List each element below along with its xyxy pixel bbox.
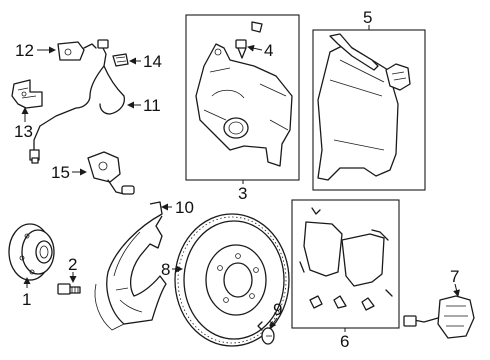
rotor-screw-part bbox=[257, 321, 275, 345]
callout-14: 14 bbox=[143, 52, 162, 71]
callout-3: 3 bbox=[238, 184, 247, 203]
brake-hose-part bbox=[29, 39, 126, 164]
leader-7 bbox=[453, 283, 460, 297]
wheel-speed-sensor-part bbox=[87, 151, 135, 195]
callout-8: 8 bbox=[161, 260, 170, 279]
callout-2: 2 bbox=[68, 255, 77, 274]
callout-1: 1 bbox=[22, 290, 31, 309]
callout-12: 12 bbox=[15, 41, 34, 60]
callout-9: 9 bbox=[273, 300, 282, 319]
hose-clip-part bbox=[112, 53, 129, 67]
callout-11: 11 bbox=[143, 96, 161, 115]
pad-sensor-part bbox=[403, 295, 475, 339]
brake-pads-part bbox=[299, 207, 393, 311]
callout-15: 15 bbox=[51, 163, 70, 182]
callout-10: 10 bbox=[175, 198, 194, 217]
leader-9 bbox=[269, 317, 278, 329]
leader-4 bbox=[247, 44, 263, 52]
splash-shield-part bbox=[94, 201, 167, 331]
callout-4: 4 bbox=[264, 41, 273, 60]
mounting-bracket-part bbox=[11, 79, 43, 109]
callout-6: 6 bbox=[340, 332, 349, 351]
caliper-bracket-part bbox=[317, 33, 411, 181]
hose-bracket-part bbox=[57, 41, 97, 61]
wheel-hub-part bbox=[8, 223, 55, 281]
callout-7: 7 bbox=[450, 267, 459, 286]
brake-caliper-part bbox=[195, 43, 293, 167]
callout-5: 5 bbox=[363, 8, 372, 27]
brake-rotor-part bbox=[174, 213, 290, 347]
hub-bolt-part bbox=[57, 283, 81, 295]
callout-13: 13 bbox=[14, 122, 33, 141]
bleeder-screw-part bbox=[235, 21, 263, 59]
